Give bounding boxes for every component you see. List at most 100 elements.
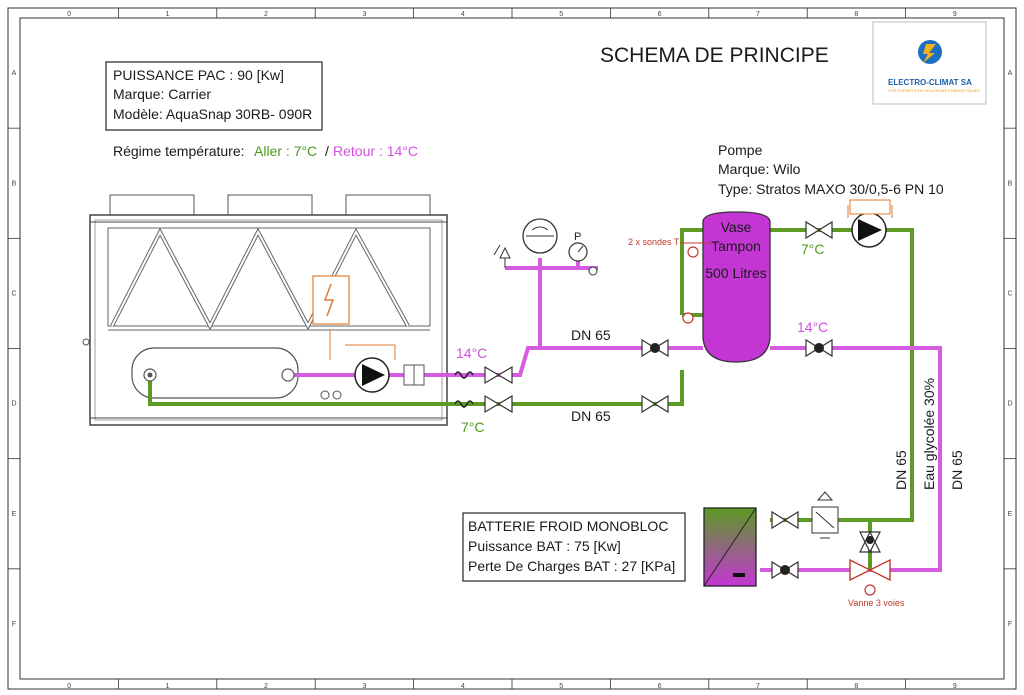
regime-label: Régime température: — [113, 143, 245, 159]
temp-supply-chiller: 7°C — [461, 419, 485, 435]
grid-col-label: 4 — [461, 11, 465, 18]
temp-sensor-1 — [687, 246, 699, 258]
battery-power: Puissance BAT : 75 [Kw] — [468, 538, 621, 554]
valve-handle-icon — [650, 343, 660, 353]
circulation-pump-icon — [858, 219, 882, 241]
temp-return-chiller: 14°C — [456, 345, 487, 361]
grid-row-label: C — [1007, 290, 1012, 297]
grid-col-label: 1 — [166, 683, 170, 690]
electric-hazard-icon — [323, 283, 335, 317]
temp-sensor-2 — [682, 312, 694, 324]
fan-1 — [109, 194, 195, 216]
grid-col-label: 1 — [166, 11, 170, 18]
three-way-valve[interactable] — [849, 530, 891, 596]
pump-motor-box — [849, 199, 891, 215]
grid-col-label: 7 — [756, 683, 760, 690]
flex-connector-return — [454, 371, 474, 379]
grid-col-label: 6 — [658, 683, 662, 690]
strainer-icon — [811, 491, 839, 539]
safety-valve-icon — [493, 244, 511, 268]
isolation-valve-supply[interactable] — [484, 394, 513, 414]
tank-label-1: Vase — [721, 219, 752, 235]
logo-emblem-icon — [918, 40, 942, 64]
tank-label-2: Tampon — [711, 238, 761, 254]
buffer-tank — [702, 211, 771, 363]
grid-row-label: C — [11, 290, 16, 297]
grid-col-label: 9 — [953, 683, 957, 690]
regime-supply: Aller : 7°C — [254, 143, 317, 159]
diagram-title: SCHEMA DE PRINCIPE — [600, 44, 829, 67]
isolation-valve-return[interactable] — [484, 365, 513, 385]
grid-row-label: D — [11, 401, 16, 408]
tank-inlet-pipe — [680, 228, 703, 315]
supply-loop-pipe — [770, 228, 914, 522]
grid-col-label: 3 — [362, 11, 366, 18]
battery-info-box — [462, 512, 686, 582]
battery-title: BATTERIE FROID MONOBLOC — [468, 518, 668, 534]
isolation-valve-supply-2[interactable] — [641, 394, 669, 414]
regime-separator: / — [325, 143, 329, 159]
pump-type: Type: Stratos MAXO 30/0,5-6 PN 10 — [718, 181, 944, 197]
fan-2 — [227, 194, 313, 216]
grid-row-label: E — [1008, 511, 1013, 518]
pressure-gauge-icon: P — [568, 231, 598, 276]
evaporator — [131, 347, 299, 399]
grid-row-label: B — [12, 180, 17, 187]
condenser-coil — [107, 227, 431, 327]
logo-tagline: VOS EXPERTS EN SOLUTIONS ENERGETIQUES — [888, 88, 980, 93]
lightning-icon — [923, 44, 936, 63]
grid-col-label: 0 — [67, 11, 71, 18]
grid-col-label: 9 — [953, 11, 957, 18]
tank-capacity: 500 Litres — [705, 265, 766, 281]
grid-row-label: B — [1008, 180, 1013, 187]
grid-col-label: 4 — [461, 683, 465, 690]
grid-col-label: 6 — [658, 11, 662, 18]
pressure-label: P — [574, 231, 581, 243]
pac-brand: Marque: Carrier — [113, 86, 211, 102]
logo-name: ELECTRO-CLIMAT SA — [888, 78, 972, 87]
dn-vertical-supply: DN 65 — [893, 450, 909, 490]
grid-row-label: E — [12, 511, 17, 518]
fan-3 — [345, 194, 431, 216]
pac-model: Modèle: AquaSnap 30RB- 090R — [113, 106, 312, 122]
regime-return: Retour : 14°C — [333, 143, 418, 159]
expansion-vessel — [522, 218, 558, 254]
grid-col-label: 0 — [67, 683, 71, 690]
pump-title: Pompe — [718, 142, 763, 158]
dn-return-top: DN 65 — [571, 327, 611, 343]
grid-row-label: A — [1008, 70, 1013, 77]
chiller-inner-frame — [94, 219, 443, 421]
grid-col-label: 5 — [559, 11, 563, 18]
pac-info-box — [105, 61, 323, 131]
grid-col-label: 2 — [264, 683, 268, 690]
grid-col-label: 2 — [264, 11, 268, 18]
pac-power: PUISSANCE PAC : 90 [Kw] — [113, 67, 284, 83]
grid-row-label: A — [12, 70, 17, 77]
chiller-unit — [82, 194, 448, 426]
evaporator-inlet-nozzle — [281, 368, 295, 382]
grid-row-label: F — [12, 621, 16, 628]
grid-col-label: 7 — [756, 11, 760, 18]
dn-supply-bottom: DN 65 — [571, 408, 611, 424]
company-logo: ELECTRO-CLIMAT SA VOS EXPERTS EN SOLUTIO… — [872, 21, 987, 105]
coil-isolation-valve[interactable] — [771, 510, 799, 530]
grid-col-label: 8 — [854, 683, 858, 690]
pump-isolation-valve[interactable] — [805, 220, 833, 240]
sensors-note: 2 x sondes T — [628, 237, 680, 247]
internal-pump-icon — [362, 364, 385, 386]
supply-main-pipe — [430, 370, 684, 406]
grid-col-label: 3 — [362, 683, 366, 690]
temp-supply-loop: 7°C — [801, 241, 825, 257]
grid-row-label: D — [1007, 401, 1012, 408]
grid-col-label: 5 — [559, 683, 563, 690]
internal-gauge-2 — [332, 390, 342, 400]
temp-return-loop: 14°C — [797, 319, 828, 335]
valve-actuator-icon — [864, 584, 876, 596]
flex-connector-supply — [454, 400, 474, 408]
grid-col-label: 8 — [854, 11, 858, 18]
three-way-valve-label: Vanne 3 voies — [848, 598, 905, 608]
fluid-label: Eau glycolée 30% — [921, 378, 937, 490]
